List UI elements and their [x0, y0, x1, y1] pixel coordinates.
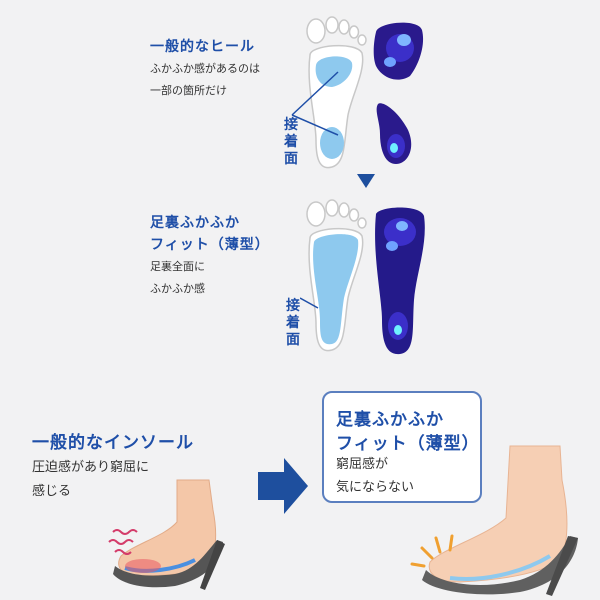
middle-title-line1: 足裏ふかふか: [150, 215, 240, 231]
right-arrow-icon: [258, 458, 308, 514]
bottom-right-desc-line2: 気にならない: [336, 480, 415, 495]
middle-desc-line1: 足裏全面に: [150, 260, 205, 273]
bottom-left-desc-line2: 感じる: [32, 484, 72, 499]
contact-label-top: 接着面: [284, 117, 298, 167]
middle-desc-line2: ふかふか感: [150, 282, 205, 295]
top-desc-line2: 一部の箇所だけ: [150, 84, 227, 97]
pressure-heatmap-top: [373, 22, 424, 164]
bottom-right-desc-line1: 窮屈感が: [336, 457, 389, 472]
heel-foot-illustration-left: [108, 479, 225, 590]
contact-label-middle: 接着面: [286, 298, 300, 348]
foot-outline-top: [306, 16, 367, 169]
pressure-heatmap-middle: [375, 207, 425, 355]
contact-pointer-line-middle: [300, 297, 319, 309]
bottom-left-title: 一般的なインソール: [32, 433, 194, 453]
bottom-right-title-line2: フィット（薄型）: [336, 434, 480, 454]
middle-title-line2: フィット（薄型）: [150, 237, 270, 253]
down-arrow-icon: [357, 174, 375, 188]
top-title: 一般的なヒール: [150, 39, 255, 55]
contact-pointer-lines-top: [291, 71, 339, 136]
foot-outline-middle: [306, 199, 367, 352]
heel-foot-illustration-right: [410, 445, 578, 596]
bottom-left-desc-line1: 圧迫感があり窮屈に: [32, 460, 150, 475]
callout-box: 足裏ふかふか フィット（薄型） 窮屈感が 気にならない: [322, 391, 482, 503]
top-desc-line1: ふかふか感があるのは: [150, 62, 260, 75]
bottom-right-title-line1: 足裏ふかふか: [336, 410, 444, 430]
